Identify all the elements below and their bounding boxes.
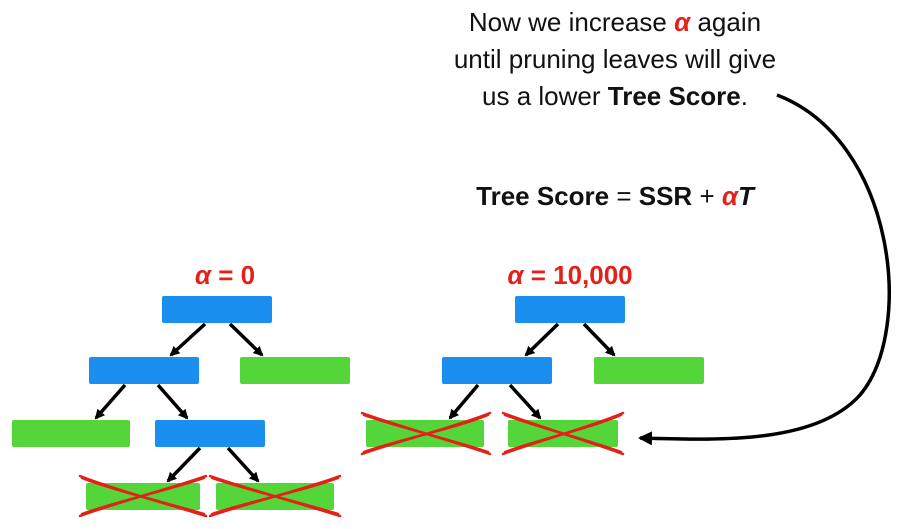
caption-line-2: until pruning leaves will give [453,44,777,74]
arrow [508,383,542,420]
right-alpha-symbol: α [507,260,524,290]
arrow [448,383,480,420]
left-tree [12,296,350,518]
prune-cross-mark [208,474,342,518]
arrow [524,322,560,357]
curved-arrow [638,93,891,446]
formula-alpha: α [721,181,738,211]
right-tree-alpha-label: α = 10,000 [470,260,670,291]
right-tree [360,296,704,456]
caption-alpha-symbol: α [674,7,691,37]
arrow [94,383,127,420]
caption-line-1: Now we increase α again [380,4,850,41]
tree-score-formula: Tree Score = SSR + αT [400,181,830,212]
arrow [156,383,189,420]
caption-tree-score: Tree Score [607,81,741,111]
left-root-node [162,296,272,323]
right-internal-node [442,357,552,384]
arrow [582,322,616,357]
arrow [228,322,264,357]
caption-line-1-start: Now we increase [468,7,675,37]
formula-equals: = [609,181,639,211]
right-alpha-value: = 10,000 [523,260,633,290]
caption-line-3-start: us a lower [482,81,608,111]
left-leaf-node [12,420,130,447]
prune-cross-mark [501,411,625,456]
left-alpha-value: = 0 [211,260,256,290]
arrow [226,446,260,483]
formula-ssr: SSR [638,181,693,211]
prune-cross-mark [78,474,208,518]
caption-line-1-end: again [690,7,762,37]
caption-line-3-end: . [740,81,748,111]
arrow [169,322,207,357]
left-tree-alpha-label: α = 0 [150,260,300,291]
formula-tree-score: Tree Score [476,181,610,211]
left-alpha-symbol: α [194,260,212,290]
caption-line-3: us a lower Tree Score. [380,78,850,115]
left-leaf-node [240,357,350,384]
formula-t: T [737,181,754,211]
right-leaf-node [594,357,704,384]
left-internal-node [89,357,199,384]
left-internal-node [155,420,265,447]
prune-cross-mark [360,411,492,456]
formula-plus: + [692,181,722,211]
arrow [166,446,202,483]
right-root-node [515,296,625,323]
caption-text: Now we increase α again until pruning le… [380,4,850,115]
